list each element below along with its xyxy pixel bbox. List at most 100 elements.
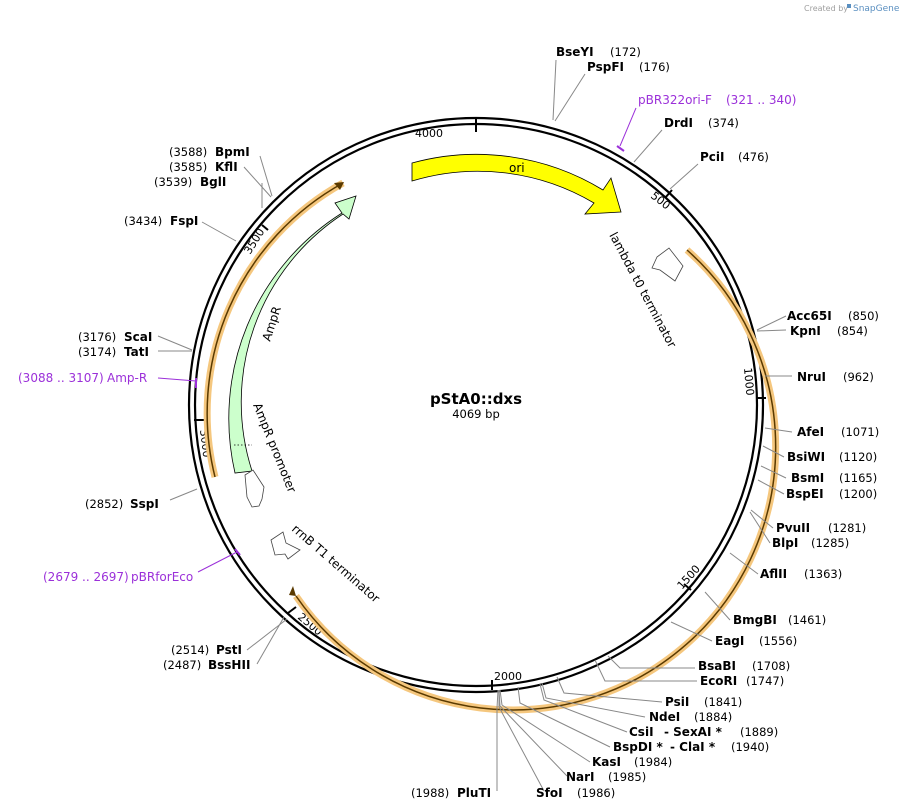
enzyme-label-eagi[interactable]: EagI xyxy=(715,634,744,648)
enzyme-label-afei[interactable]: AfeI xyxy=(797,425,824,439)
enzyme-label-psti[interactable]: PstI xyxy=(216,643,242,657)
leader-psti xyxy=(246,618,288,651)
enzyme-label-pcii[interactable]: PciI xyxy=(700,150,725,164)
leader-kasi xyxy=(499,689,591,763)
enzyme-label-kfli[interactable]: KflI xyxy=(215,160,238,174)
enzyme-label-bgli[interactable]: BglI xyxy=(200,175,226,189)
enzyme-label-acc65i[interactable]: Acc65I xyxy=(787,309,832,323)
leader-drdi xyxy=(633,129,663,163)
enzyme-pos-tati: (3174) xyxy=(78,345,116,359)
enzyme-label-ndei[interactable]: NdeI xyxy=(649,710,680,724)
enzyme-label-tati[interactable]: TatI xyxy=(124,345,149,359)
leader-scai xyxy=(157,335,193,351)
enzyme-pos-bsmi: (1165) xyxy=(839,471,877,485)
enzyme-label-bspei[interactable]: BspEI xyxy=(786,487,824,501)
enzyme-label-bsmi[interactable]: BsmI xyxy=(791,471,824,485)
highlight-arc-right-arrowhead xyxy=(289,586,296,596)
enzyme-label-bsiwi[interactable]: BsiWI xyxy=(787,450,825,464)
rrnb-t1-terminator-arrow[interactable] xyxy=(270,531,301,560)
lambda-t0-terminator-arrow[interactable] xyxy=(651,247,684,282)
highlight-arc-right-line xyxy=(295,249,777,711)
enzyme-label-psii[interactable]: PsiI xyxy=(665,695,689,709)
tick-label-2000: 2000 xyxy=(494,670,522,683)
tick-1500 xyxy=(683,583,692,591)
highlight-arc-left-line xyxy=(206,182,344,478)
primer-label-pbrforeco[interactable]: pBRforEco xyxy=(131,570,193,584)
enzyme-label-bseyi[interactable]: BseYI xyxy=(556,45,594,59)
tick-500 xyxy=(664,189,673,199)
leader-pvuii xyxy=(750,509,774,529)
leader-blpi xyxy=(749,511,771,544)
enzyme-pos-eagi: (1556) xyxy=(759,634,797,648)
enzyme-label-pspfi[interactable]: PspFI xyxy=(587,60,624,74)
leader-bsabi xyxy=(607,655,695,669)
leader-aflii xyxy=(729,552,759,575)
enzyme-label-aflii[interactable]: AflII xyxy=(760,567,787,581)
enzyme-label-blpi[interactable]: BlpI xyxy=(772,536,798,550)
enzyme-pos-bsshii: (2487) xyxy=(163,658,201,672)
enzyme-label-bpmi[interactable]: BpmI xyxy=(215,145,250,159)
enzyme-label-ecori[interactable]: EcoRI xyxy=(700,674,737,688)
primer-label-pbr322ori-f[interactable]: pBR322ori-F xyxy=(638,93,712,107)
enzyme-pos-csii-sexai: (1889) xyxy=(740,725,778,739)
leader-ecori xyxy=(594,659,697,682)
ori-feature-label: ori xyxy=(509,161,525,175)
enzyme-label-drdi[interactable]: DrdI xyxy=(664,116,693,130)
credit-brand: SnapGene xyxy=(853,4,900,14)
enzyme-label-sspi[interactable]: SspI xyxy=(130,497,159,511)
enzyme-pos-sfoi: (1986) xyxy=(577,786,615,800)
highlight-arc-left-arrowhead xyxy=(334,182,344,190)
primer-range-pbrforeco: (2679 .. 2697) xyxy=(43,570,129,584)
enzyme-label-sfoi[interactable]: SfoI xyxy=(536,786,563,800)
leader-acc65i xyxy=(756,315,787,331)
enzyme-pos-drdi: (374) xyxy=(708,116,739,130)
enzyme-label-kpni[interactable]: KpnI xyxy=(790,324,821,338)
enzyme-label-bspdi[interactable]: BspDI * xyxy=(613,740,663,754)
leader-csii-sexai xyxy=(539,683,628,733)
leader-bsmi xyxy=(760,465,787,479)
highlight-ranges xyxy=(203,179,780,714)
plasmid-size: 4069 bp xyxy=(452,407,500,421)
primer-mark-pbrforeco xyxy=(234,548,241,556)
ampr-promoter-arrow[interactable] xyxy=(244,469,265,508)
enzyme-pos-acc65i: (850) xyxy=(848,309,879,323)
enzyme-pos-bspdi-clai: (1940) xyxy=(731,740,769,754)
enzyme-label-scai[interactable]: ScaI xyxy=(124,330,152,344)
enzyme-label-nrui[interactable]: NruI xyxy=(797,370,826,384)
ampr-feature-label: AmpR xyxy=(260,304,284,342)
primer-leader-pbr322ori-f xyxy=(619,107,637,147)
primer-leader-amp-r xyxy=(157,377,197,382)
primer-leader-pbrforeco xyxy=(197,551,238,573)
enzyme-label-nari[interactable]: NarI xyxy=(566,770,595,784)
leader-fspi xyxy=(201,221,237,242)
enzyme-pos-psti: (2514) xyxy=(171,643,209,657)
leader-bsiwi xyxy=(762,445,785,458)
rrnb-t1-terminator-label: rrnB T1 terminator xyxy=(289,522,382,606)
enzyme-label-clai[interactable]: - ClaI * xyxy=(670,740,716,754)
enzyme-label-fspi[interactable]: FspI xyxy=(170,214,198,228)
enzyme-pos-fspi: (3434) xyxy=(124,214,162,228)
enzyme-pos-bsabi: (1708) xyxy=(752,659,790,673)
enzyme-pos-bspei: (1200) xyxy=(839,487,877,501)
enzyme-label-bsabi[interactable]: BsaBI xyxy=(698,659,736,673)
highlight-arc-right xyxy=(293,247,780,714)
enzyme-label-bmgbi[interactable]: BmgBI xyxy=(733,613,777,627)
enzyme-label-pluti[interactable]: PluTI xyxy=(457,786,491,800)
enzyme-label-kasi[interactable]: KasI xyxy=(592,755,621,769)
enzyme-label-pvuii[interactable]: PvuII xyxy=(776,521,810,535)
leader-sfoi xyxy=(498,690,545,792)
enzyme-pos-aflii: (1363) xyxy=(804,567,842,581)
enzyme-label-bsshii[interactable]: BssHII xyxy=(208,658,250,672)
ampr-feature-arrow[interactable] xyxy=(228,195,357,474)
enzyme-label-sexai[interactable]: - SexAI * xyxy=(664,725,723,739)
enzyme-label-csii[interactable]: CsiI xyxy=(629,725,654,739)
enzyme-pos-nari: (1985) xyxy=(608,770,646,784)
tick-3500 xyxy=(261,224,269,231)
ori-feature-arrow[interactable] xyxy=(411,153,622,215)
enzyme-pos-afei: (1071) xyxy=(841,425,879,439)
primer-label-amp-r[interactable]: Amp-R xyxy=(107,371,147,385)
enzyme-pos-nrui: (962) xyxy=(843,370,874,384)
leader-kfli xyxy=(243,166,272,198)
